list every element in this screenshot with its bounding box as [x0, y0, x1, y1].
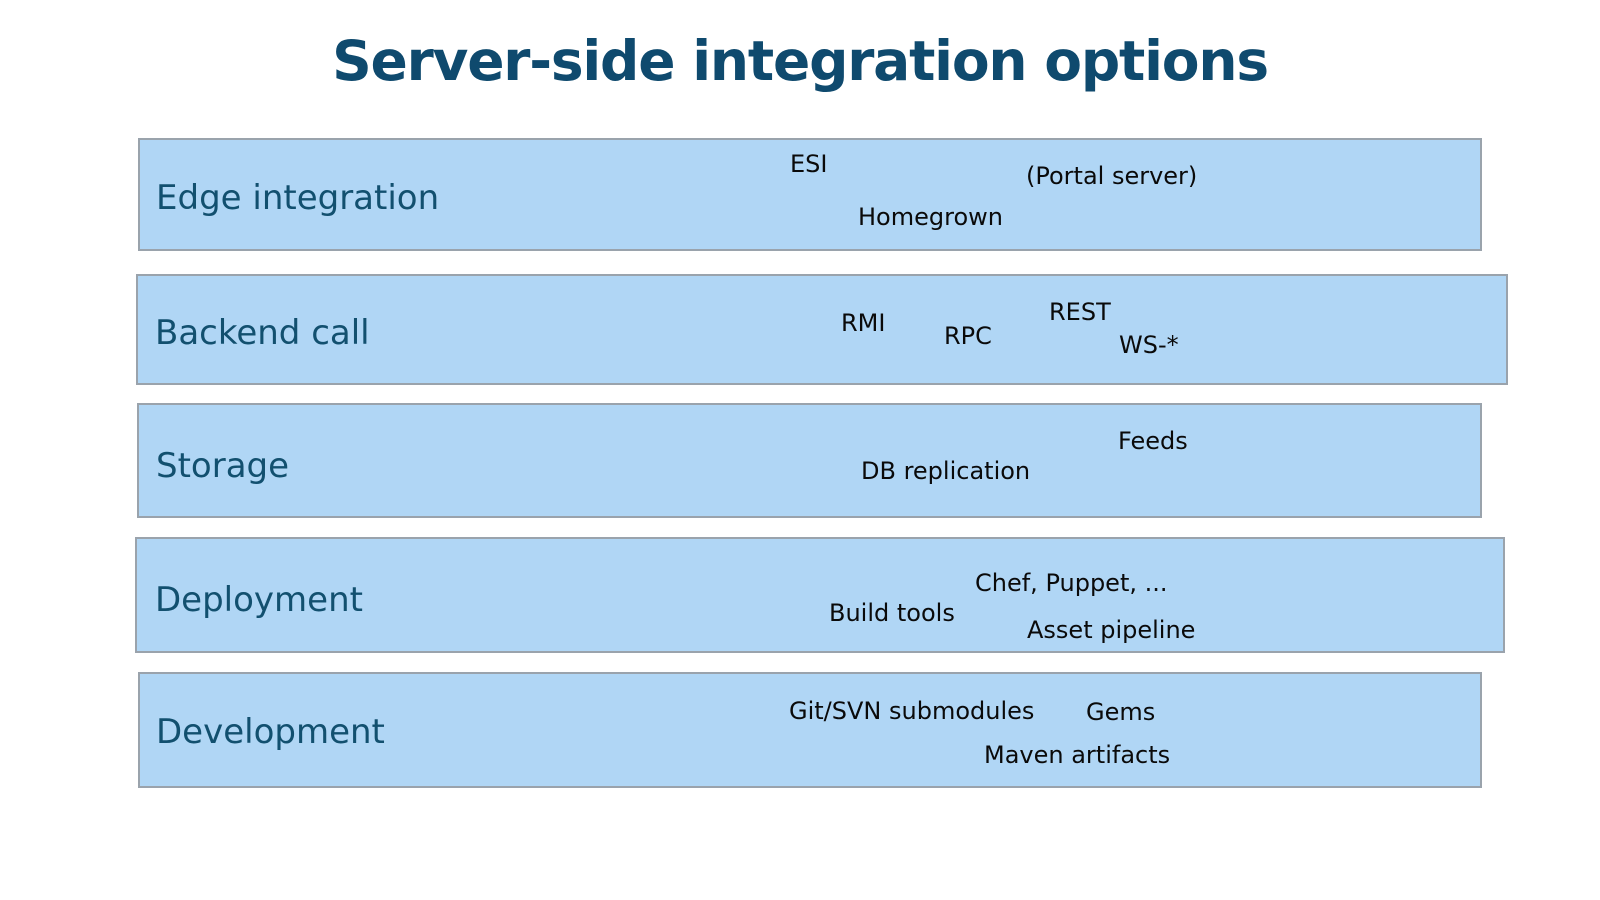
band-backend-call[interactable] — [136, 274, 1508, 385]
tag-db-replication: DB replication — [861, 457, 1031, 485]
tag-rpc: RPC — [944, 322, 992, 350]
band-label-backend-call: Backend call — [155, 313, 370, 353]
tag-git-svn-submodules: Git/SVN submodules — [789, 697, 1035, 725]
band-edge-integration[interactable] — [138, 138, 1482, 251]
band-development[interactable] — [138, 672, 1482, 788]
tag-esi: ESI — [790, 150, 828, 178]
tag-gems: Gems — [1086, 698, 1156, 726]
tag-ws-star: WS-* — [1119, 331, 1179, 359]
band-deployment[interactable] — [135, 537, 1505, 653]
tag-homegrown: Homegrown — [858, 203, 1003, 231]
band-label-development: Development — [156, 712, 385, 752]
band-label-storage: Storage — [156, 446, 290, 486]
tag-portal-server: (Portal server) — [1026, 162, 1198, 190]
band-label-edge-integration: Edge integration — [156, 178, 440, 218]
tag-maven-artifacts: Maven artifacts — [984, 741, 1171, 769]
tag-rmi: RMI — [841, 309, 886, 337]
band-label-deployment: Deployment — [155, 580, 363, 620]
band-storage[interactable] — [137, 403, 1482, 518]
tag-asset-pipeline: Asset pipeline — [1027, 616, 1196, 644]
tag-feeds: Feeds — [1118, 427, 1188, 455]
tag-chef-puppet: Chef, Puppet, ... — [975, 569, 1168, 597]
tag-build-tools: Build tools — [829, 599, 955, 627]
tag-rest: REST — [1049, 298, 1111, 326]
page-title: Server-side integration options — [332, 29, 1269, 93]
